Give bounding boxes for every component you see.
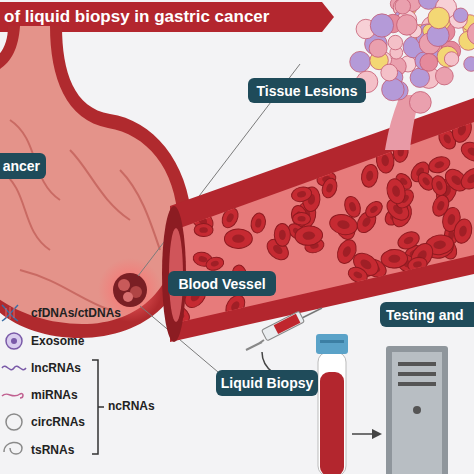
label-text: Tissue Lesions: [257, 83, 358, 99]
label-text: Liquid Biopsy: [221, 375, 314, 391]
bracket-label: ncRNAs: [108, 399, 155, 413]
legend-text: lncRNAs: [31, 361, 81, 375]
legend-entry: cfDNAs/ctDNAs: [31, 306, 121, 320]
label-box: Liquid Biopsy: [216, 370, 318, 396]
legend-text: cfDNAs/ctDNAs: [31, 306, 121, 320]
legend-text: tsRNAs: [31, 443, 74, 457]
legend-entry: tsRNAs: [31, 443, 74, 457]
label-text: Testing and: [386, 307, 464, 323]
label-box: Tissue Lesions: [248, 78, 366, 103]
legend-text: miRNAs: [31, 388, 78, 402]
blood-vessel-illustration: [162, 98, 474, 342]
label-box: Blood Vessel: [168, 271, 276, 296]
legend-text: Exosome: [31, 334, 84, 348]
syringe-icon: [246, 308, 322, 350]
computer-icon: [386, 346, 448, 474]
bracket: [92, 360, 104, 454]
tissue-lesion-illustration: [350, 0, 474, 150]
legend-entry: circRNAs: [31, 415, 85, 429]
title: of liquid biopsy in gastric cancer: [4, 7, 269, 27]
flow-arrow: [352, 433, 380, 435]
legend-entry: miRNAs: [31, 388, 78, 402]
label-box: ancer: [0, 153, 46, 179]
label-text: Blood Vessel: [178, 276, 265, 292]
legend-icons: [2, 305, 26, 454]
label-text: ancer: [3, 158, 40, 174]
legend-entry: Exosome: [31, 334, 84, 348]
legend-entry: lncRNAs: [31, 361, 81, 375]
blood-tube-icon: [316, 334, 348, 474]
label-box: Testing and: [380, 302, 474, 327]
legend-text: circRNAs: [31, 415, 85, 429]
